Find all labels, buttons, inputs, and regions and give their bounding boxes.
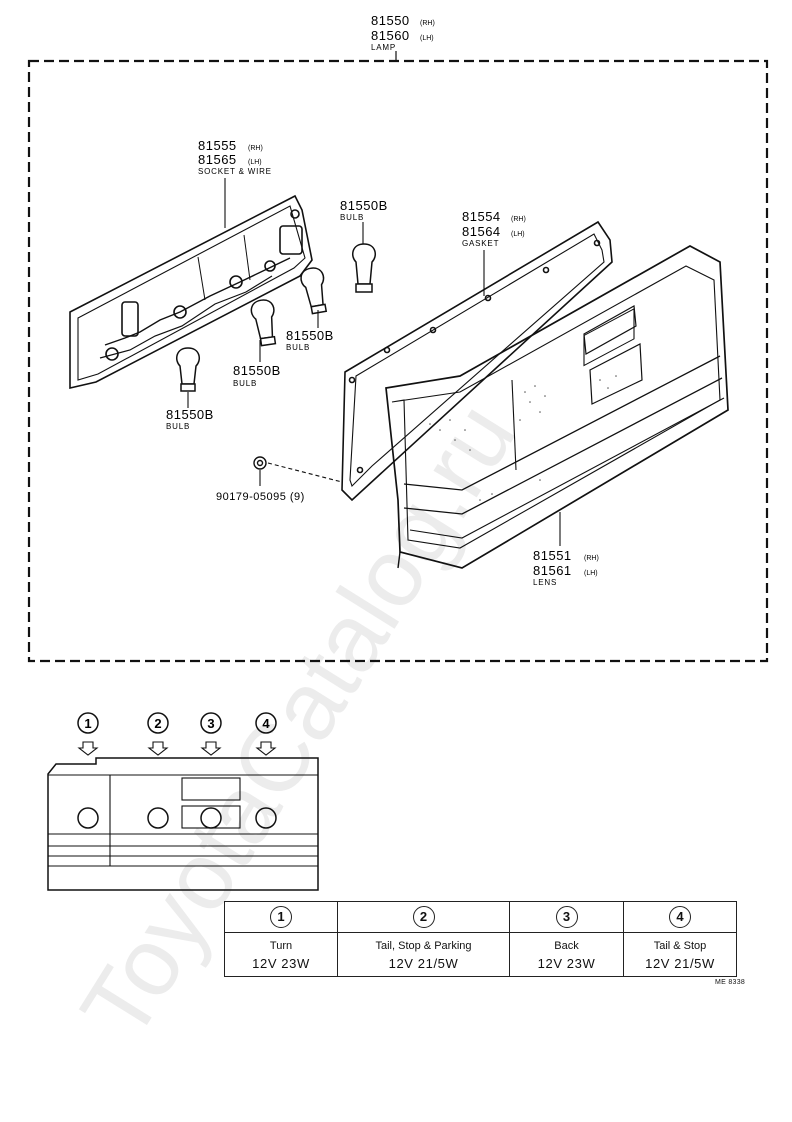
part-number: 81550B: [286, 328, 334, 343]
table-cell: 2: [337, 901, 510, 933]
side-suffix: (RH): [511, 216, 526, 223]
position-marker-2: 2: [147, 712, 169, 756]
table-cell: Tail, Stop & Parking 12V 21/5W: [337, 932, 510, 977]
table-cell: Tail & Stop 12V 21/5W: [623, 932, 737, 977]
bulb-wattage: 12V 23W: [537, 956, 596, 971]
position-number: 4: [669, 906, 691, 928]
callout-socket: 81555 (RH) 81565 (LH) SOCKET & WIRE: [198, 138, 272, 176]
side-suffix: (RH): [248, 145, 263, 152]
position-number: 3: [555, 906, 578, 928]
table-cell: 4: [623, 901, 737, 933]
position-markers: 1 2 3 4: [77, 712, 277, 756]
bulb-function: Tail & Stop: [653, 940, 707, 952]
callout-bulb-left: 81550B BULB: [166, 407, 214, 431]
side-suffix: (LH): [248, 159, 262, 166]
part-number: 81550B: [340, 198, 388, 213]
down-arrow-icon: [255, 741, 277, 756]
marker-number: 2: [154, 716, 161, 731]
lens-stipple: [429, 375, 617, 501]
side-suffix: (RH): [584, 555, 599, 562]
bulb-wattage: 12V 21/5W: [388, 956, 459, 971]
part-number: 90179-05095 (9): [216, 491, 305, 503]
part-number: 81551: [533, 548, 572, 563]
part-name: GASKET: [462, 239, 499, 248]
part-name: BULB: [233, 379, 257, 388]
bulb-function: Tail, Stop & Parking: [375, 940, 472, 952]
lamp-assembly-boundary: [27, 59, 769, 663]
nut-drawing: [253, 456, 343, 483]
side-suffix: (LH): [420, 35, 434, 42]
marker-number: 3: [207, 716, 214, 731]
part-name: BULB: [166, 422, 190, 431]
bulb-spec-table: 1 2 3 4 Turn 12V 23W Tail, Stop & Parkin…: [224, 901, 737, 977]
bulb-function: Turn: [269, 940, 293, 952]
side-suffix: (RH): [420, 20, 435, 27]
side-suffix: (LH): [511, 231, 525, 238]
position-marker-4: 4: [255, 712, 277, 756]
callout-lamp: 81550 (RH) 81560 (LH) LAMP: [371, 13, 435, 52]
position-number: 2: [412, 906, 435, 928]
callout-nut: 90179-05095 (9): [216, 491, 305, 503]
table-header-row: 1 2 3 4: [224, 901, 737, 933]
part-number: 81564: [462, 224, 501, 239]
position-number: 1: [270, 906, 292, 928]
part-name: BULB: [286, 343, 310, 352]
bulb-mid-right: [300, 267, 328, 315]
part-name: SOCKET & WIRE: [198, 167, 272, 176]
part-number: 81550B: [233, 363, 281, 378]
part-number: 81555: [198, 138, 237, 153]
side-suffix: (LH): [584, 570, 598, 577]
callout-bulb-mid-right: 81550B BULB: [286, 328, 334, 352]
part-number: 81560: [371, 28, 410, 43]
part-number: 81565: [198, 152, 237, 167]
part-number: 81550B: [166, 407, 214, 422]
down-arrow-icon: [147, 741, 169, 756]
position-marker-3: 3: [200, 712, 222, 756]
part-name: BULB: [340, 213, 364, 222]
bulb-left: [175, 347, 201, 392]
down-arrow-icon: [77, 741, 99, 756]
bulb-mid: [250, 299, 277, 347]
part-number: 81554: [462, 209, 501, 224]
gasket-drawing: [341, 220, 613, 502]
table-cell: 3: [509, 901, 624, 933]
marker-number: 4: [262, 716, 270, 731]
part-number: 81550: [371, 13, 410, 28]
reference-code: ME 8338: [715, 979, 746, 986]
lens-drawing: [385, 245, 729, 569]
callout-gasket: 81554 (RH) 81564 (LH) GASKET: [462, 209, 526, 248]
bulb-wattage: 12V 23W: [252, 956, 310, 971]
part-number: 81561: [533, 563, 572, 578]
table-row: Turn 12V 23W Tail, Stop & Parking 12V 21…: [224, 932, 737, 977]
table-cell: 1: [224, 901, 338, 933]
part-name: LAMP: [371, 43, 396, 52]
table-cell: Back 12V 23W: [509, 932, 624, 977]
bulb-drawings: [175, 243, 377, 392]
down-arrow-icon: [200, 741, 222, 756]
position-marker-1: 1: [77, 712, 99, 756]
marker-number: 1: [84, 716, 91, 731]
callout-lens: 81551 (RH) 81561 (LH) LENS: [533, 548, 599, 587]
bulb-top: [351, 243, 377, 293]
leader-lines: [187, 178, 561, 546]
bulb-function: Back: [554, 940, 579, 952]
callout-bulb-top: 81550B BULB: [340, 198, 388, 222]
socket-wire-drawing: [69, 194, 313, 390]
callout-bulb-mid: 81550B BULB: [233, 363, 281, 388]
table-cell: Turn 12V 23W: [224, 932, 338, 977]
bulb-wattage: 12V 21/5W: [645, 956, 715, 971]
part-name: LENS: [533, 578, 557, 587]
lamp-front-view: [47, 757, 319, 891]
